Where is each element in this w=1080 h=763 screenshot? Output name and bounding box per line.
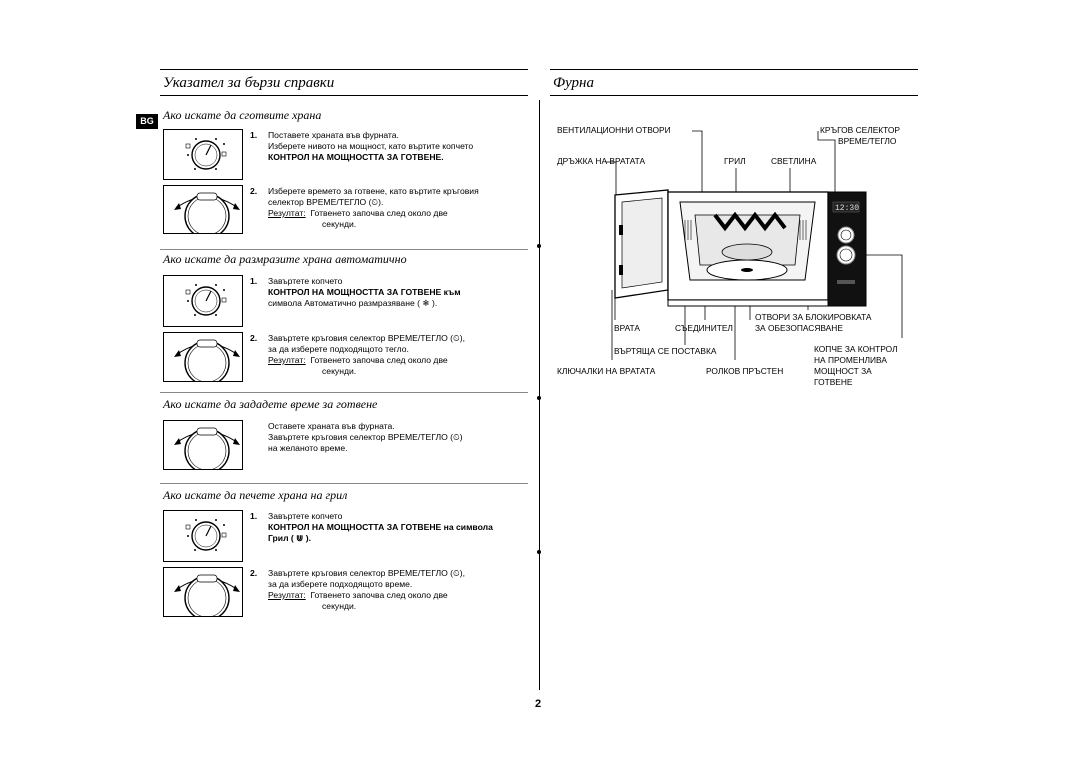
- step-number: 2.: [250, 568, 258, 578]
- time-weight-dial-icon: [173, 192, 241, 239]
- step-number: 2.: [250, 333, 258, 343]
- power-knob-icon: [185, 518, 227, 552]
- label-lock-holes-1: ОТВОРИ ЗА БЛОКИРОВКАТА: [755, 312, 872, 322]
- label-turntable: ВЪРТЯЩА СЕ ПОСТАВКА: [614, 346, 717, 356]
- title-rule-right: [550, 95, 918, 96]
- label-grill: ГРИЛ: [724, 156, 746, 166]
- top-rule-right: [550, 69, 918, 70]
- grill-heading: Ако искате да печете храна на грил: [163, 488, 348, 502]
- power-knob-icon: [185, 137, 227, 171]
- defrost-step2-text: Завъртете кръговия селектор ВРЕМЕ/ТЕГЛО …: [268, 333, 465, 376]
- label-door-latches: КЛЮЧАЛКИ НА ВРАТАТА: [557, 366, 656, 376]
- divider-dot: [537, 550, 541, 554]
- time-dial-illustration: [163, 420, 243, 474]
- label-power-knob-4: ГОТВЕНЕ: [814, 377, 853, 387]
- step-number: 1.: [250, 276, 258, 286]
- section-rule: [160, 249, 528, 250]
- time-weight-dial-icon: [173, 427, 241, 474]
- grill-step2-text: Завъртете кръговия селектор ВРЕМЕ/ТЕГЛО …: [268, 568, 465, 611]
- label-vents: ВЕНТИЛАЦИОННИ ОТВОРИ: [557, 125, 671, 135]
- power-dial-illustration: [163, 129, 243, 180]
- step-number: 1.: [250, 130, 258, 140]
- label-power-knob-3: МОЩНОСТ ЗА: [814, 366, 872, 376]
- cook-heading: Ако искате да сготвите храна: [163, 108, 322, 122]
- left-section-title: Указател за бързи справки: [163, 75, 335, 91]
- time-weight-dial-icon: [173, 574, 241, 621]
- label-door-handle: ДРЪЖКА НА ВРАТАТА: [557, 156, 646, 166]
- language-tab: BG: [136, 114, 158, 129]
- page-number: 2: [535, 698, 542, 710]
- label-dial-selector-1: КРЪГОВ СЕЛЕКТОР: [820, 125, 901, 135]
- title-rule-left: [160, 95, 528, 96]
- time-weight-dial-icon: [173, 339, 241, 386]
- label-lock-holes-2: ЗА ОБЕЗОПАСЯВАНЕ: [755, 323, 843, 333]
- time-dial-illustration: [163, 332, 243, 386]
- section-rule: [160, 392, 528, 393]
- time-dial-illustration: [163, 185, 243, 239]
- step-number: 2.: [250, 186, 258, 196]
- section-rule: [160, 483, 528, 484]
- defrost-step1-text: Завъртете копчето КОНТРОЛ НА МОЩНОСТТА З…: [268, 276, 461, 308]
- settime-text: Оставете храната във фурната. Завъртете …: [268, 421, 463, 453]
- oven-illustration: 12:30: [606, 130, 903, 360]
- label-door: ВРАТА: [614, 323, 640, 333]
- grill-step1-text: Завъртете копчето КОНТРОЛ НА МОЩНОСТТА З…: [268, 511, 493, 543]
- divider-dot: [537, 396, 541, 400]
- step-number: 1.: [250, 511, 258, 521]
- label-roller-ring: РОЛКОВ ПРЪСТЕН: [706, 366, 784, 376]
- defrost-heading: Ако искате да размразите храна автоматич…: [163, 252, 407, 266]
- label-power-knob-2: НА ПРОМЕНЛИВА: [814, 355, 887, 365]
- right-section-title: Фурна: [553, 75, 594, 91]
- power-dial-illustration: [163, 275, 243, 327]
- settime-heading: Ако искате да зададете време за готвене: [163, 397, 378, 411]
- power-knob-icon: [185, 283, 227, 317]
- cook-step1-text: Поставете храната във фурната. Изберете …: [268, 130, 474, 162]
- column-divider: [539, 100, 540, 690]
- time-dial-illustration: [163, 567, 243, 621]
- divider-dot: [537, 244, 541, 248]
- power-dial-illustration: [163, 510, 243, 562]
- label-dial-selector-2: ВРЕМЕ/ТЕГЛО: [838, 136, 897, 146]
- cook-step2-text: Изберете времето за готвене, като въртит…: [268, 186, 479, 229]
- label-coupler: СЪЕДИНИТЕЛ: [675, 323, 733, 333]
- label-power-knob-1: КОПЧЕ ЗА КОНТРОЛ: [814, 344, 898, 354]
- display-readout: 12:30: [835, 204, 859, 213]
- top-rule-left: [160, 69, 528, 70]
- label-light: СВЕТЛИНА: [771, 156, 817, 166]
